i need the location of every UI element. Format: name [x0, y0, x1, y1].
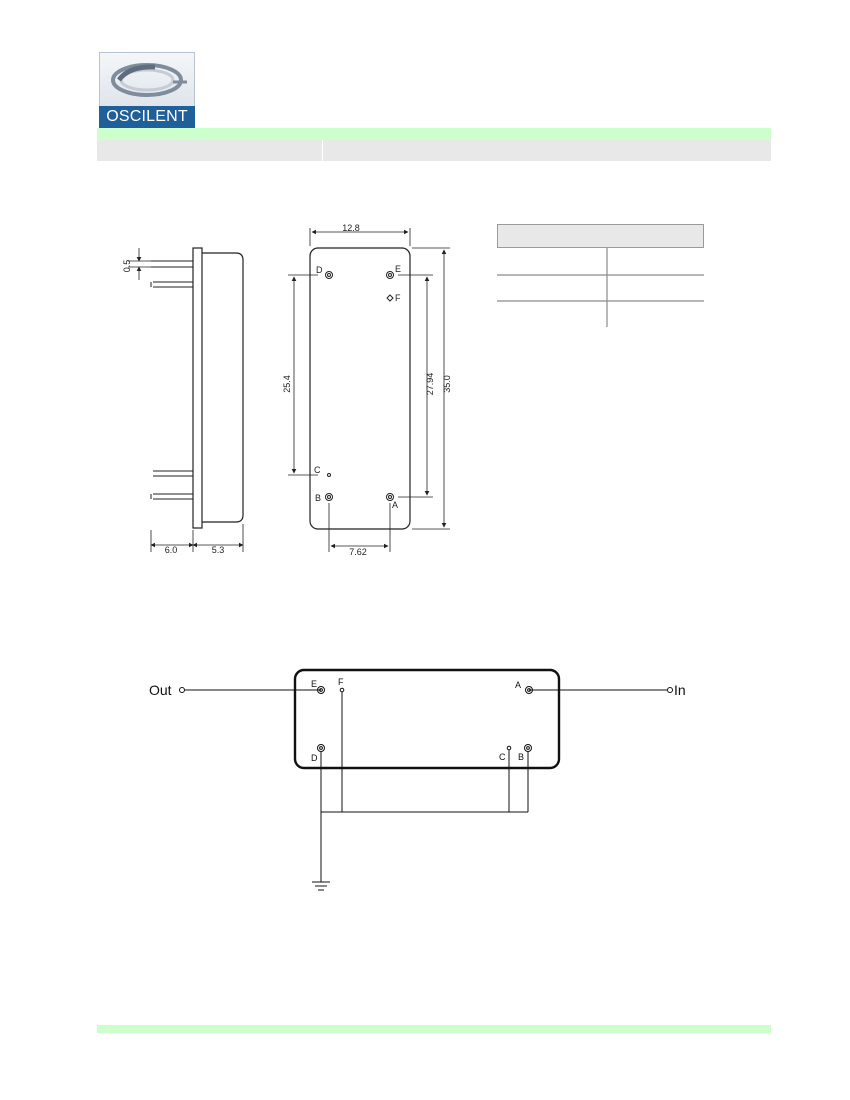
- schematic-in-label: In: [674, 682, 686, 698]
- logo-wordmark: OSCILENT: [99, 106, 195, 128]
- pin-label-c: C: [314, 465, 321, 475]
- header-cell-divider: [322, 140, 323, 161]
- schematic-pin-c: C: [499, 752, 506, 762]
- bottom-view: [288, 228, 450, 552]
- dim-outer-height: 35.0: [442, 375, 452, 393]
- company-logo: OSCILENT: [99, 52, 195, 128]
- dim-pin-spacing-horizontal: 7.62: [349, 547, 367, 557]
- header-band: [97, 128, 771, 140]
- dim-side-body: 5.3: [212, 545, 225, 555]
- side-view: [128, 247, 244, 552]
- dim-top-width: 12.8: [342, 223, 360, 233]
- footer-band: [97, 1025, 771, 1033]
- dim-inner-height: 27.94: [425, 373, 435, 396]
- spec-table: [497, 224, 705, 328]
- connection-schematic: [179, 668, 673, 882]
- pin-label-f: F: [395, 293, 401, 303]
- pin-label-b: B: [315, 493, 321, 503]
- schematic-pin-f: F: [338, 677, 344, 687]
- logo-swoosh-icon: [111, 63, 187, 97]
- schematic-out-label: Out: [149, 682, 172, 698]
- schematic-pin-d: D: [311, 753, 318, 763]
- schematic-pin-a: A: [515, 680, 521, 690]
- spec-table-grid: [497, 248, 704, 327]
- dim-pin-spacing-vertical: 25.4: [282, 375, 292, 393]
- pin-label-d: D: [316, 265, 323, 275]
- spec-table-header: [497, 224, 704, 248]
- schematic-pin-e: E: [311, 679, 317, 689]
- ground-icon: [312, 881, 330, 891]
- pin-label-a: A: [392, 500, 398, 510]
- pin-label-e: E: [395, 264, 401, 274]
- dim-side-lead: 6.0: [165, 545, 178, 555]
- schematic-pin-b: B: [518, 752, 524, 762]
- dim-pin-thickness: 0.5: [122, 260, 132, 273]
- header-info-row: [97, 140, 771, 161]
